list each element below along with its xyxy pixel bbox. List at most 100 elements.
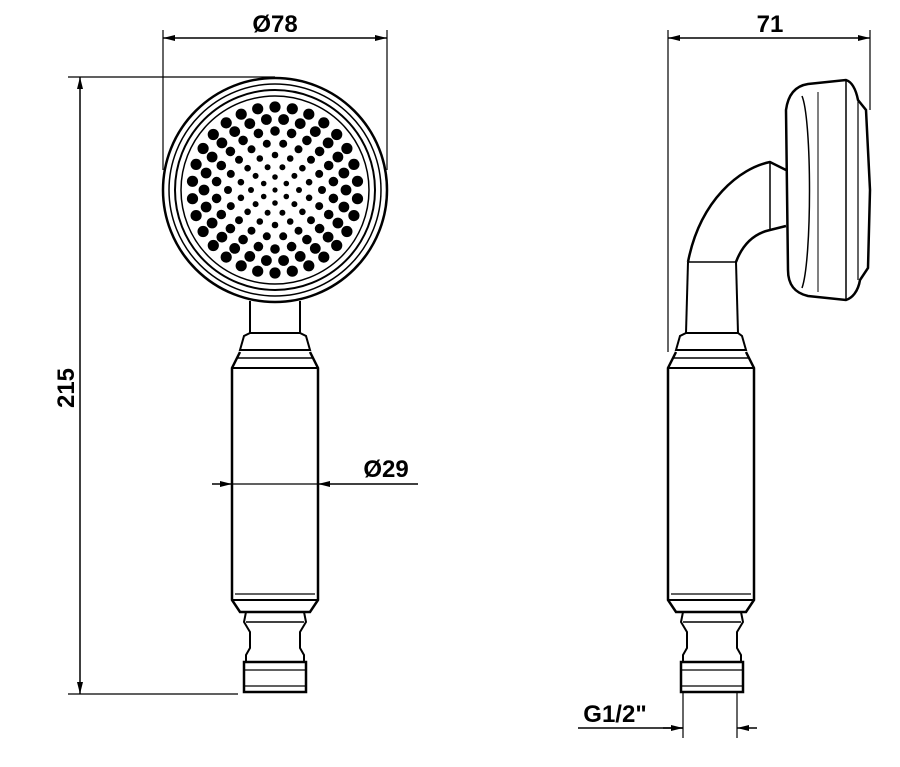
- nozzle-hole: [279, 139, 288, 148]
- nozzle-hole: [286, 103, 298, 115]
- nozzle-hole: [269, 101, 281, 113]
- nozzle-hole: [200, 201, 212, 213]
- nozzle-hole: [309, 126, 321, 137]
- nozzle-hole: [206, 217, 218, 229]
- nozzle-hole: [197, 225, 209, 238]
- nozzle-hole: [252, 172, 259, 179]
- nozzle-hole: [299, 164, 306, 172]
- nozzle-hole: [248, 187, 254, 193]
- nozzle-hole: [256, 155, 264, 162]
- nozzle-hole: [271, 221, 279, 229]
- nozzle-hole: [244, 208, 251, 216]
- head-outer-ring: [161, 76, 389, 304]
- nozzle-hole: [286, 128, 297, 139]
- nozzle-hole: [235, 108, 247, 120]
- nozzle-hole: [229, 243, 241, 254]
- nozzle-hole: [286, 241, 297, 252]
- nozzle-hole: [286, 155, 294, 162]
- nozzle-hole: [186, 193, 199, 205]
- nozzle-hole: [283, 193, 290, 200]
- side-head: [784, 78, 872, 302]
- head-diameter-label: Ø78: [252, 11, 297, 38]
- nozzle-hole: [262, 139, 271, 148]
- nozzle-hole: [294, 226, 303, 235]
- nozzle-hole: [244, 118, 256, 129]
- nozzle-hole: [190, 158, 202, 170]
- nozzle-hole: [244, 251, 256, 262]
- nozzle-hole: [211, 193, 222, 204]
- nozzle-hole: [323, 209, 334, 220]
- nozzle-hole: [272, 200, 278, 206]
- nozzle-hole: [303, 108, 315, 120]
- nozzle-hole: [226, 169, 235, 178]
- dim-side-depth: 71: [667, 11, 871, 352]
- nozzle-hole: [340, 184, 352, 196]
- nozzle-hole: [341, 225, 353, 238]
- nozzle-hole: [235, 260, 247, 272]
- side-depth-label: 71: [757, 11, 784, 38]
- head-ring-2: [168, 83, 382, 297]
- nozzle-hole: [328, 176, 339, 187]
- nozzle-hole: [190, 210, 202, 222]
- nozzle-hole: [237, 194, 245, 202]
- nozzle-hole: [318, 251, 330, 263]
- nozzle-hole: [260, 193, 267, 200]
- nozzle-hole: [253, 128, 264, 139]
- nozzle-hole: [278, 114, 289, 125]
- nozzle-hole: [322, 137, 334, 149]
- nozzle-hole: [278, 255, 289, 266]
- nozzle-hole: [331, 128, 343, 141]
- nozzle-hole: [348, 210, 360, 222]
- nozzle-hole: [291, 172, 298, 179]
- nozzle-hole: [186, 175, 199, 187]
- nozzle-hole: [279, 232, 288, 241]
- nozzle-hole: [305, 178, 313, 186]
- side-connector: [679, 611, 745, 694]
- nozzle-hole: [270, 244, 280, 254]
- nozzle-hole: [197, 142, 209, 155]
- handle: [230, 351, 320, 614]
- nozzle-hole: [235, 216, 243, 225]
- nozzle-hole: [238, 234, 248, 245]
- nozzle-hole: [252, 201, 259, 208]
- nozzle-hole: [279, 164, 286, 171]
- nozzle-hole: [294, 251, 306, 262]
- nozzle-hole: [198, 184, 210, 196]
- nozzle-hole: [341, 142, 353, 155]
- nozzle-hole: [314, 223, 325, 234]
- nozzle-hole: [286, 265, 298, 277]
- nozzle-hole: [338, 167, 350, 179]
- nozzle-hole: [307, 216, 315, 225]
- nozzle-hole: [283, 180, 290, 187]
- nozzle-hole: [225, 146, 236, 157]
- nozzle-hole: [237, 178, 245, 186]
- nozzle-hole: [286, 218, 294, 225]
- nozzle-hole: [264, 164, 271, 171]
- nozzle-hole: [309, 243, 321, 254]
- side-arm: [673, 160, 787, 359]
- nozzle-hole: [216, 231, 228, 243]
- nozzle-hole: [216, 160, 227, 171]
- handle-diameter-label: Ø29: [363, 456, 408, 483]
- nozzle-hole: [206, 151, 218, 163]
- nozzle-hole: [332, 217, 344, 229]
- nozzle-hole: [299, 208, 306, 216]
- nozzle-hole: [252, 265, 264, 277]
- nozzle-hole: [226, 202, 235, 211]
- nozzle-hole: [315, 202, 324, 211]
- front-view: Ø78 215 Ø29: [53, 11, 418, 695]
- overall-length-label: 215: [53, 368, 80, 408]
- nozzle-hole: [314, 146, 325, 157]
- nozzle-hole: [264, 209, 271, 216]
- head-face-ring: [180, 95, 370, 285]
- nozzle-hole: [307, 155, 315, 164]
- nozzle-hole: [269, 267, 281, 279]
- nozzle-hole: [303, 260, 315, 272]
- nozzle-hole: [216, 209, 227, 220]
- dim-head-diameter: Ø78: [162, 11, 388, 170]
- nozzle-hole: [235, 155, 243, 164]
- nozzle-hole: [207, 239, 219, 252]
- nozzle-hole: [291, 201, 298, 208]
- nozzle-hole: [338, 201, 350, 213]
